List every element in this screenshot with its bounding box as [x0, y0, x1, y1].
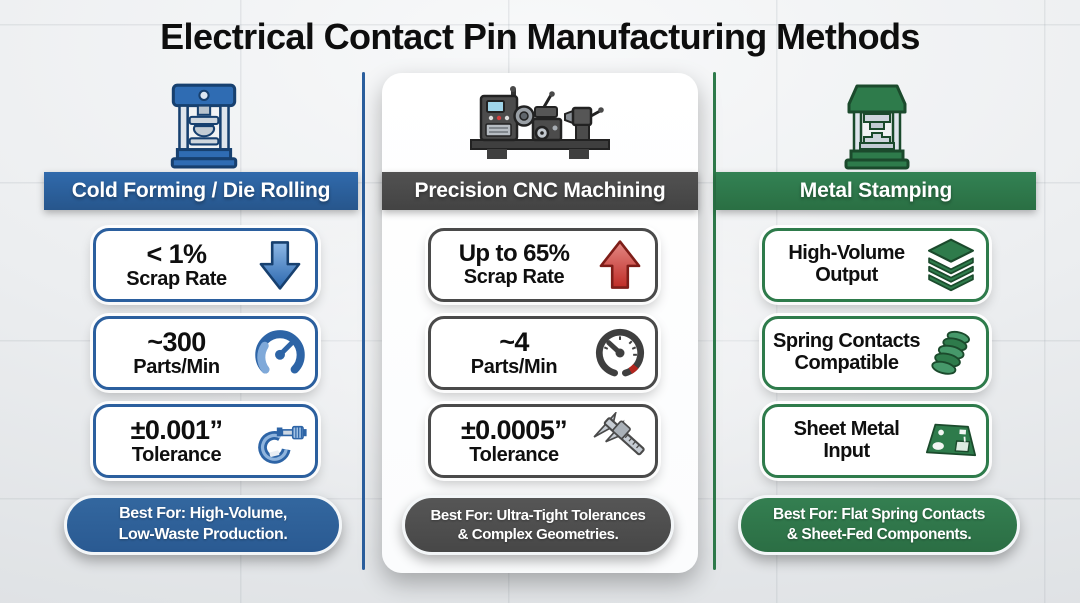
coil-spring-icon — [924, 323, 978, 383]
best-for-pill-metal-stamping: Best For: Flat Spring Contacts & Sheet-F… — [738, 495, 1020, 555]
stat-card-scrap-rate: < 1% Scrap Rate — [93, 228, 318, 302]
sheet-metal-icon — [924, 411, 978, 471]
best-for-line: Best For: High-Volume, — [119, 505, 287, 523]
best-for-pill-cnc-machining: Best For: Ultra-Tight Tolerances & Compl… — [402, 495, 674, 555]
stat-label: Scrap Rate — [463, 266, 565, 289]
stat-value: Spring Contacts — [773, 330, 920, 353]
stat-card-tolerance: ±0.0005” Tolerance — [428, 404, 658, 478]
page-title: Electrical Contact Pin Manufacturing Met… — [160, 16, 920, 57]
stat-label: Tolerance — [131, 443, 222, 466]
stat-card-parts-min: ~300 Parts/Min — [93, 316, 318, 390]
best-for-line: Best For: Ultra-Tight Tolerances — [430, 506, 646, 524]
stat-label: Compatible — [794, 352, 899, 374]
stacked-layers-icon — [924, 235, 978, 295]
column-divider-left — [362, 72, 365, 570]
stat-value: < 1% — [146, 238, 208, 269]
column-header-label: Metal Stamping — [799, 179, 953, 202]
stat-value: Sheet Metal — [793, 418, 900, 441]
stat-label: Tolerance — [469, 443, 559, 466]
best-for-line: Best For: Flat Spring Contacts — [773, 505, 985, 523]
column-header-cold-forming: Cold Forming / Die Rolling — [44, 172, 358, 210]
best-for-line: & Complex Geometries. — [457, 526, 619, 543]
stat-label: Output — [815, 264, 878, 286]
stat-value: Up to 65% — [458, 240, 570, 268]
stat-label: Scrap Rate — [126, 267, 227, 290]
stat-card-spring-contacts: Spring Contacts Compatible — [762, 316, 989, 390]
best-for-pill-cold-forming: Best For: High-Volume, Low-Waste Product… — [64, 495, 342, 555]
stat-value: ±0.0005” — [460, 414, 568, 445]
caliper-icon — [593, 411, 647, 471]
stat-value: High-Volume — [788, 242, 905, 265]
down-arrow-icon — [253, 235, 307, 295]
stat-value: ~300 — [147, 326, 206, 357]
stat-label: Parts/Min — [470, 355, 558, 378]
hydraulic-press-icon — [158, 78, 250, 170]
stat-card-sheet-metal: Sheet Metal Input — [762, 404, 989, 478]
stamping-press-icon — [832, 80, 922, 170]
stat-card-tolerance: ±0.001” Tolerance — [93, 404, 318, 478]
up-arrow-icon — [593, 235, 647, 295]
stat-card-output: High-Volume Output — [762, 228, 989, 302]
column-header-label: Precision CNC Machining — [414, 179, 666, 202]
column-divider-right — [713, 72, 716, 570]
column-header-metal-stamping: Metal Stamping — [716, 172, 1036, 210]
stat-card-scrap-rate: Up to 65% Scrap Rate — [428, 228, 658, 302]
cnc-lathe-icon — [465, 84, 615, 162]
stat-value: ±0.001” — [130, 414, 223, 445]
column-header-label: Cold Forming / Die Rolling — [71, 179, 331, 202]
stat-label: Parts/Min — [133, 355, 220, 378]
stat-card-parts-min: ~4 Parts/Min — [428, 316, 658, 390]
micrometer-icon — [253, 411, 307, 471]
speed-gauge-blue-icon — [253, 323, 307, 383]
column-header-cnc-machining: Precision CNC Machining — [382, 172, 698, 210]
speed-gauge-dark-icon — [593, 323, 647, 383]
best-for-line: & Sheet-Fed Components. — [786, 526, 972, 543]
best-for-line: Low-Waste Production. — [118, 526, 288, 543]
stat-label: Input — [823, 440, 870, 462]
stat-value: ~4 — [499, 326, 529, 357]
